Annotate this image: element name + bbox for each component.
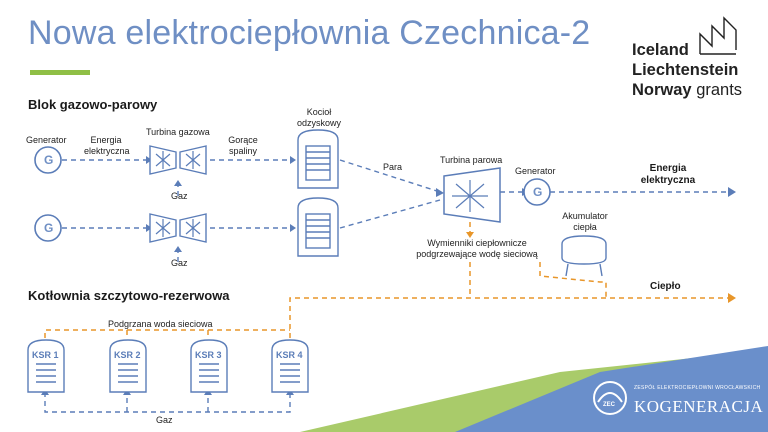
gas-turbine-2 xyxy=(149,213,207,243)
section-gas-steam: Blok gazowo-parowy xyxy=(28,97,158,112)
zec-logo-text: ZEC xyxy=(603,402,615,408)
ksr-4 xyxy=(271,339,309,393)
label-energy-left-1: Energia xyxy=(90,135,122,145)
label-generator-left: Generator xyxy=(26,135,67,145)
company-small-text: ZESPÓŁ ELEKTROCIEPŁOWNI WROCŁAWSKICH xyxy=(634,385,761,391)
generator-symbol-3: G xyxy=(533,185,543,199)
label-energy-right-2: elektryczna xyxy=(640,175,696,186)
label-gas-turbine: Turbina gazowa xyxy=(146,127,210,137)
generator-symbol-1: G xyxy=(44,153,54,167)
section-peak-reserve: Kotłownia szczytowo-rezerwowa xyxy=(28,288,230,303)
orange-arrowheads xyxy=(466,232,736,303)
label-gas-2: Gaz xyxy=(171,258,188,268)
label-energy-left: Energia elektryczna xyxy=(84,135,130,157)
steam-turbine xyxy=(443,167,501,223)
gas-turbine-1 xyxy=(149,145,207,175)
generator-symbol-2: G xyxy=(44,221,54,235)
label-boiler-1: Kocioł xyxy=(306,107,332,117)
generator-2 xyxy=(34,214,62,242)
brand-line-3: Norway grants xyxy=(632,80,742,100)
footer-blue-shape xyxy=(455,346,768,432)
boiler-1 xyxy=(297,129,339,189)
brand-grants: grants xyxy=(696,81,743,99)
flow-ksr-gas xyxy=(44,392,291,413)
label-hot-gases: Gorące spaliny xyxy=(226,135,260,157)
heat-accumulator xyxy=(561,235,607,277)
grants-brand: Iceland Liechtenstein Norway grants xyxy=(632,40,742,100)
page-title: Nowa elektrociepłownia Czechnica-2 xyxy=(28,14,591,52)
label-accumulator-2: ciepła xyxy=(573,222,597,232)
zec-logo xyxy=(593,381,627,415)
label-exchangers-1: Wymienniki ciepłownicze xyxy=(427,238,527,248)
label-steam: Para xyxy=(383,162,403,172)
label-energy-left-2: elektryczna xyxy=(84,146,130,156)
label-boiler-2: odzyskowy xyxy=(296,118,341,128)
flow-ksr-water xyxy=(44,329,290,338)
ksr-3 xyxy=(190,339,228,393)
label-hot-gases-1: Gorące xyxy=(228,135,258,145)
label-steam-turbine: Turbina parowa xyxy=(440,155,503,165)
label-exchangers-2: podgrzewające wodę sieciową xyxy=(416,249,538,259)
label-energy-right-1: Energia xyxy=(649,163,687,174)
ksr-2 xyxy=(109,339,147,393)
flow-heat-out xyxy=(289,297,728,338)
label-heat: Ciepło xyxy=(650,281,681,292)
ksr-label-1: KSR 1 xyxy=(32,350,59,360)
brand-line-1: Iceland xyxy=(632,41,689,59)
company-name: KOGENERACJA SA xyxy=(634,397,768,416)
label-accumulator-1: Akumulator xyxy=(562,211,608,221)
boiler-2 xyxy=(297,197,339,257)
ksr-label-2: KSR 2 xyxy=(114,350,141,360)
grants-icon xyxy=(699,16,737,55)
label-hot-gases-2: spaliny xyxy=(228,146,257,156)
title-underline xyxy=(30,70,90,75)
label-gas-1: Gaz xyxy=(171,191,188,201)
label-accumulator: Akumulator ciepła xyxy=(556,211,614,233)
label-energy-right: Energia elektryczna xyxy=(636,163,700,187)
label-generator-right: Generator xyxy=(515,166,556,176)
brand-norway: Norway xyxy=(632,81,692,99)
label-boiler: Kocioł odzyskowy xyxy=(286,107,352,129)
ksr-label-4: KSR 4 xyxy=(276,350,303,360)
generator-1 xyxy=(34,146,62,174)
flow-accumulator xyxy=(539,262,607,298)
generator-3 xyxy=(523,178,551,206)
ksr-1 xyxy=(27,339,65,393)
ksr-label-3: KSR 3 xyxy=(195,350,222,360)
label-gas-bottom: Gaz xyxy=(156,415,173,425)
brand-line-2: Liechtenstein xyxy=(632,61,739,79)
label-heated-water: Podgrzana woda sieciowa xyxy=(108,319,213,329)
label-exchangers: Wymienniki ciepłownicze podgrzewające wo… xyxy=(412,238,542,260)
flow-boiler2-steam xyxy=(339,199,441,229)
